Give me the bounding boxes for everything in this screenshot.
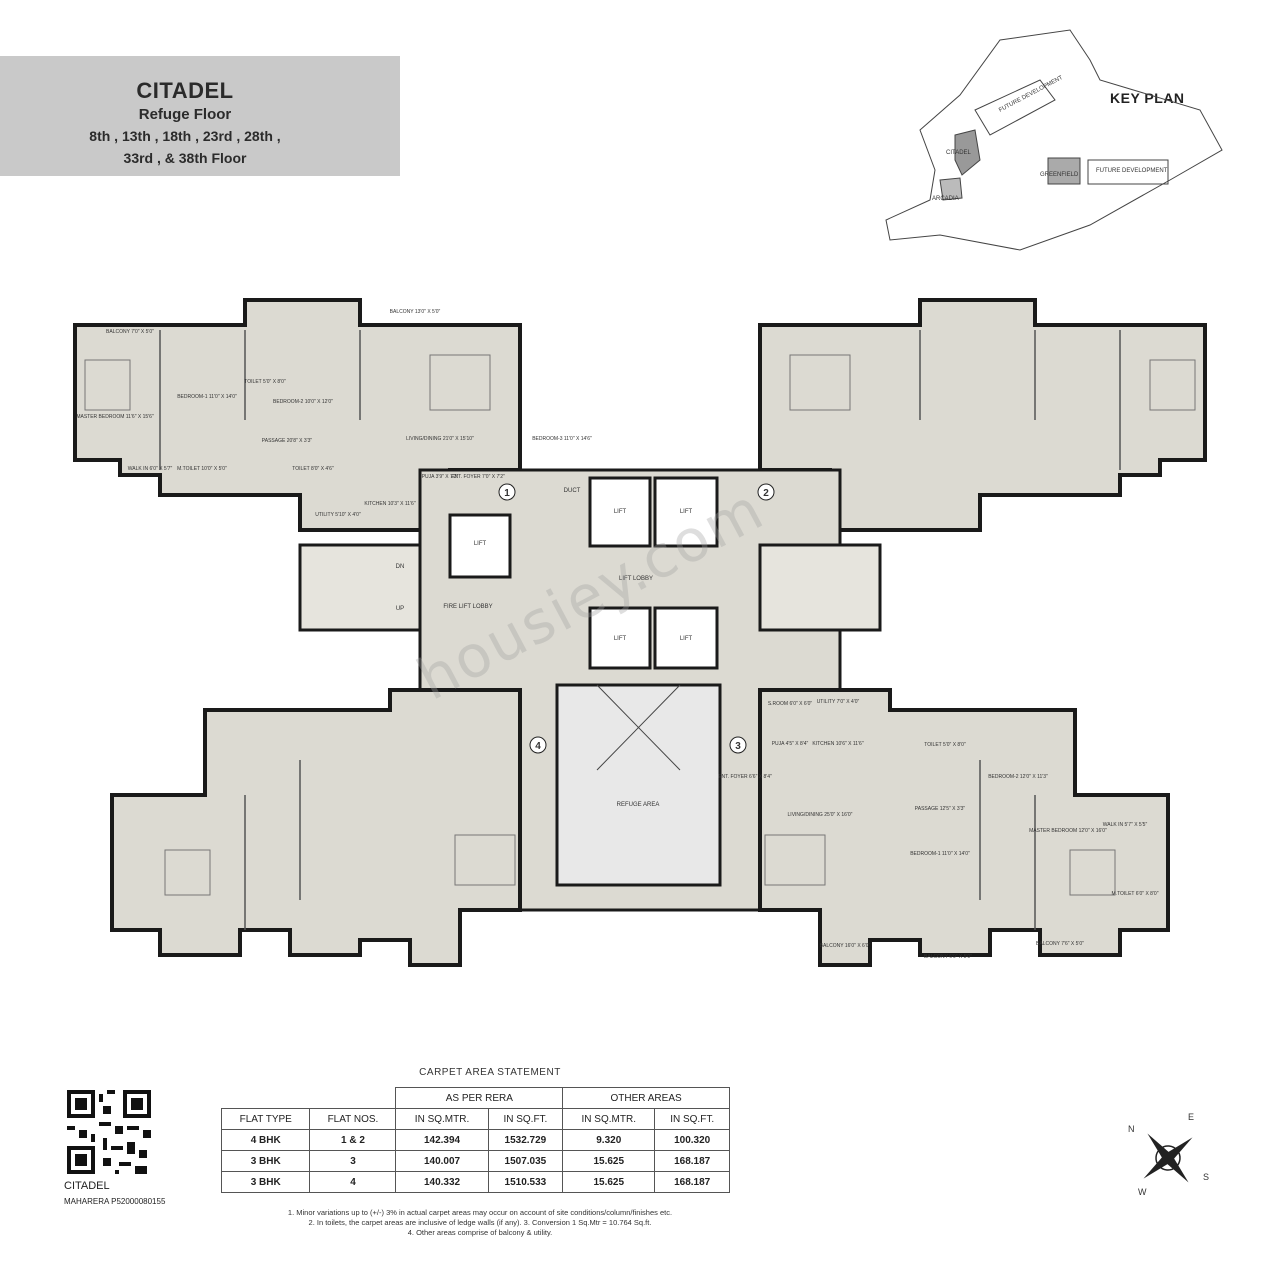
lift-5 <box>653 606 719 670</box>
f3-room-2: S.ROOM 6'0" X 6'0" <box>768 701 813 707</box>
stair-right <box>758 543 882 632</box>
note-1: 1. Minor variations up to (+/-) 3% in ac… <box>287 1208 673 1217</box>
core-lift-3: LIFT <box>474 541 487 547</box>
f3-room-11: MASTER BEDROOM 12'0" X 16'0" <box>1029 828 1107 834</box>
flat-4-outline <box>110 688 522 967</box>
kp-label-5: ARCADIA <box>932 196 959 202</box>
core-dn: DN <box>396 564 405 570</box>
core-up: UP <box>396 606 404 612</box>
compass-s: S <box>1203 1172 1209 1182</box>
flat-marker-4: 4 <box>535 741 541 752</box>
flat-3-outline <box>758 688 1170 967</box>
stair-left <box>298 543 422 632</box>
core-refuge-area: REFUGE AREA <box>617 802 660 808</box>
col-flat-nos: FLAT NOS. <box>309 1108 397 1130</box>
f1-room-10: WALK IN 6'0" X 5'7" <box>128 466 173 472</box>
f3-room-13: M.TOILET 6'0" X 8'0" <box>1112 891 1159 897</box>
f1-room-3: BEDROOM-1 11'0" X 14'0" <box>177 394 237 400</box>
f1-room-12: TOILET 8'0" X 4'6" <box>292 466 334 472</box>
qr-rera-number: MAHARERA P52000080155 <box>64 1197 166 1206</box>
lift-2 <box>653 476 719 548</box>
f3-room-5: ENT. FOYER 6'6" X 8'4" <box>718 774 772 780</box>
floors-line-1: 8th , 13th , 18th , 23rd , 28th , <box>89 128 281 144</box>
qr-project-name: CITADEL <box>64 1180 110 1192</box>
f1-room-8: BEDROOM-3 11'0" X 14'6" <box>532 436 592 442</box>
kp-label-3: GREENFIELD <box>1040 172 1079 178</box>
col-other-sqm: IN SQ.MTR. <box>562 1108 656 1130</box>
col-rera-sqm: IN SQ.MTR. <box>395 1108 489 1130</box>
f1-room-11: M.TOILET 10'0" X 5'0" <box>177 466 227 472</box>
floor-plan: 1 2 3 4 LIFT LIFT LIFT LIFT LIFT LIFT LO… <box>73 298 1207 967</box>
f1-room-13: KITCHEN 10'3" X 11'6" <box>364 501 415 507</box>
group-header-other: OTHER AREAS <box>562 1087 730 1109</box>
flat-marker-3: 3 <box>735 741 741 752</box>
lift-1 <box>588 476 652 548</box>
floor-type: Refuge Floor <box>138 106 232 123</box>
flat-marker-2: 2 <box>763 488 769 499</box>
key-plan-label: KEY PLAN <box>1110 90 1185 106</box>
core-lift-1: LIFT <box>614 509 627 515</box>
f3-room-9: LIVING/DINING 25'0" X 16'0" <box>788 812 853 818</box>
f3-room-6: TOILET 5'0" X 8'0" <box>924 742 966 748</box>
f1-room-6: BALCONY 13'0" X 5'0" <box>390 309 441 315</box>
compass-n: N <box>1128 1124 1135 1134</box>
title-box: CITADEL Refuge Floor 8th , 13th , 18th ,… <box>0 56 400 176</box>
f1-room-4: BEDROOM-2 10'0" X 12'0" <box>273 399 333 405</box>
core-lift-2: LIFT <box>680 509 693 515</box>
note-3: 4. Other areas comprise of balcony & uti… <box>407 1228 553 1237</box>
kp-label-2: CITADEL <box>946 150 972 156</box>
f3-room-10: BEDROOM-1 11'0" X 14'0" <box>910 851 970 857</box>
core-lift-lobby: LIFT LOBBY <box>619 576 653 582</box>
lift-4 <box>588 606 652 670</box>
f3-room-15: BALCONY 6'9" X 5'0" <box>924 954 972 960</box>
compass-e: E <box>1188 1112 1194 1122</box>
f3-room-7: BEDROOM-2 12'0" X 11'3" <box>988 774 1048 780</box>
f1-room-15: PUJA 3'9" X 7'2" <box>422 474 459 480</box>
f1-room-5: TOILET 5'0" X 8'0" <box>244 379 286 385</box>
f1-room-1: BALCONY 7'0" X 5'0" <box>106 329 154 335</box>
core-lift-5: LIFT <box>680 636 693 642</box>
core-fire-lift-lobby: FIRE LIFT LOBBY <box>443 604 492 610</box>
f3-room-3: KITCHEN 10'6" X 11'6" <box>812 741 863 747</box>
qr-code-icon <box>67 1090 151 1174</box>
col-other-sqft: IN SQ.FT. <box>654 1108 730 1130</box>
lift-3 <box>448 513 512 579</box>
refuge-area <box>555 683 722 887</box>
f1-room-9: PASSAGE 20'8" X 3'3" <box>262 438 313 444</box>
f3-room-14: BALCONY 16'0" X 6'0" <box>820 943 871 949</box>
f1-room-7: LIVING/DINING 21'0" X 15'10" <box>406 436 474 442</box>
f1-room-14: UTILITY 5'10" X 4'0" <box>315 512 361 518</box>
group-header-rera: AS PER RERA <box>395 1087 564 1109</box>
compass <box>1143 1133 1193 1183</box>
floors-line-2: 33rd , & 38th Floor <box>123 150 247 166</box>
f3-room-4: PUJA 4'5" X 8'4" <box>772 741 809 747</box>
flat-marker-1: 1 <box>504 488 510 499</box>
f1-room-2: MASTER BEDROOM 11'6" X 15'6" <box>76 414 154 420</box>
carpet-area-title: CARPET AREA STATEMENT <box>419 1067 561 1078</box>
carpet-area-table: AS PER RERA OTHER AREAS FLAT TYPE FLAT N… <box>220 1087 730 1193</box>
col-rera-sqft: IN SQ.FT. <box>487 1108 564 1130</box>
key-plan <box>885 29 1223 251</box>
core-duct: DUCT <box>564 488 581 494</box>
f3-room-1: UTILITY 7'0" X 4'0" <box>817 699 860 705</box>
col-flat-type: FLAT TYPE <box>220 1108 311 1130</box>
project-title: CITADEL <box>136 78 234 103</box>
f3-room-12: WALK IN 5'7" X 5'5" <box>1103 822 1148 828</box>
f3-room-8: PASSAGE 12'5" X 3'3" <box>915 806 966 812</box>
notes: 1. Minor variations up to (+/-) 3% in ac… <box>215 1208 745 1238</box>
f1-room-16: ENT. FOYER 7'0" X 7'2" <box>451 474 505 480</box>
core-lift-4: LIFT <box>614 636 627 642</box>
compass-w: W <box>1138 1187 1147 1197</box>
kp-label-4: FUTURE DEVELOPMENT <box>1096 168 1168 174</box>
f3-room-16: BALCONY 7'6" X 5'0" <box>1036 941 1084 947</box>
note-2: 2. In toilets, the carpet areas are incl… <box>308 1218 652 1227</box>
